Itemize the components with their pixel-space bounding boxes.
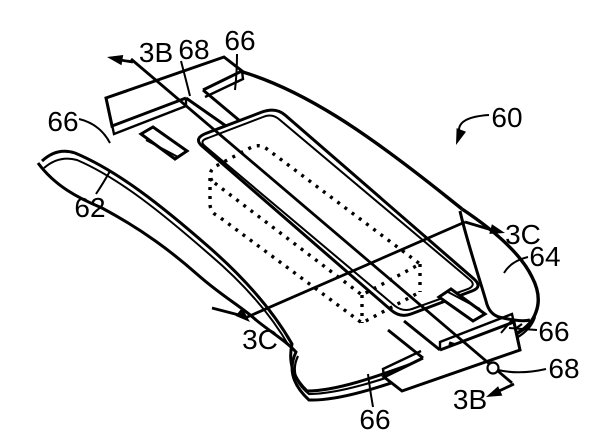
- section-3C-right-arrowhead: [489, 224, 505, 234]
- top-slot-depth-line: [145, 139, 179, 158]
- section-3B-bottom-arrowhead: [486, 386, 503, 397]
- box-bottom-edges: [208, 204, 421, 326]
- section-3B-strip-marker: [486, 361, 500, 375]
- leader-60-arrowhead: [456, 128, 466, 145]
- label-66-top: 66: [224, 25, 255, 56]
- leader-66-top: [234, 53, 238, 91]
- window-rim-outer: [197, 108, 480, 317]
- top-layer-upper-edge: [227, 66, 464, 211]
- top-strip-edges: [185, 88, 241, 128]
- top-tab-thickness: [104, 70, 245, 136]
- bottom-tab-plate: [381, 319, 522, 393]
- label-3C-right: 3C: [505, 219, 541, 250]
- label-3B-top: 3B: [139, 37, 173, 68]
- label-3B-bottom: 3B: [453, 384, 487, 415]
- leader-64: [503, 256, 529, 274]
- leader-60-arrow-curve: [458, 114, 490, 132]
- top-layer-lower-thickness: [43, 157, 290, 347]
- reference-numerals: 3B 68 66 66 62 60 3C 64 66 68 3B 66 3C: [47, 25, 579, 435]
- top-slot: [138, 125, 190, 161]
- section-3C-left-arrowhead: [235, 307, 250, 322]
- label-62: 62: [74, 192, 105, 223]
- section-3C-right-shaft: [464, 220, 493, 232]
- leader-68-top: [180, 60, 191, 97]
- section-line-3B: [107, 55, 515, 397]
- label-68-top: 68: [178, 34, 209, 65]
- hidden-component-box: [208, 144, 424, 326]
- label-64: 64: [529, 241, 560, 272]
- label-66-left: 66: [47, 106, 78, 137]
- bottom-tab-thickness: [381, 312, 522, 378]
- section-3B-line: [130, 57, 513, 385]
- leader-66-left: [78, 118, 111, 144]
- leader-66-right: [500, 319, 538, 334]
- bottom-slot-depth-line: [447, 291, 481, 310]
- section-3C-left-shaft: [211, 306, 240, 317]
- label-66-right: 66: [538, 316, 569, 347]
- box-top-face: [208, 144, 424, 298]
- section-3B-top-arrowhead: [107, 55, 124, 66]
- label-3C-left: 3C: [242, 324, 278, 355]
- section-3B-bottom-shaft: [498, 382, 515, 393]
- leader-68-bottom: [497, 368, 547, 374]
- label-66-bottom: 66: [359, 404, 390, 435]
- section-line-3C: [211, 220, 505, 322]
- leader-66-bottom: [367, 373, 374, 408]
- leader-lines: [78, 53, 547, 408]
- label-68-bottom: 68: [548, 353, 579, 384]
- window-rim-inner: [201, 114, 474, 311]
- bottom-strip-edges: [387, 319, 441, 360]
- bottom-slot: [436, 287, 488, 323]
- label-60: 60: [491, 102, 522, 133]
- leader-62: [95, 170, 111, 195]
- section-3C-line: [244, 220, 466, 320]
